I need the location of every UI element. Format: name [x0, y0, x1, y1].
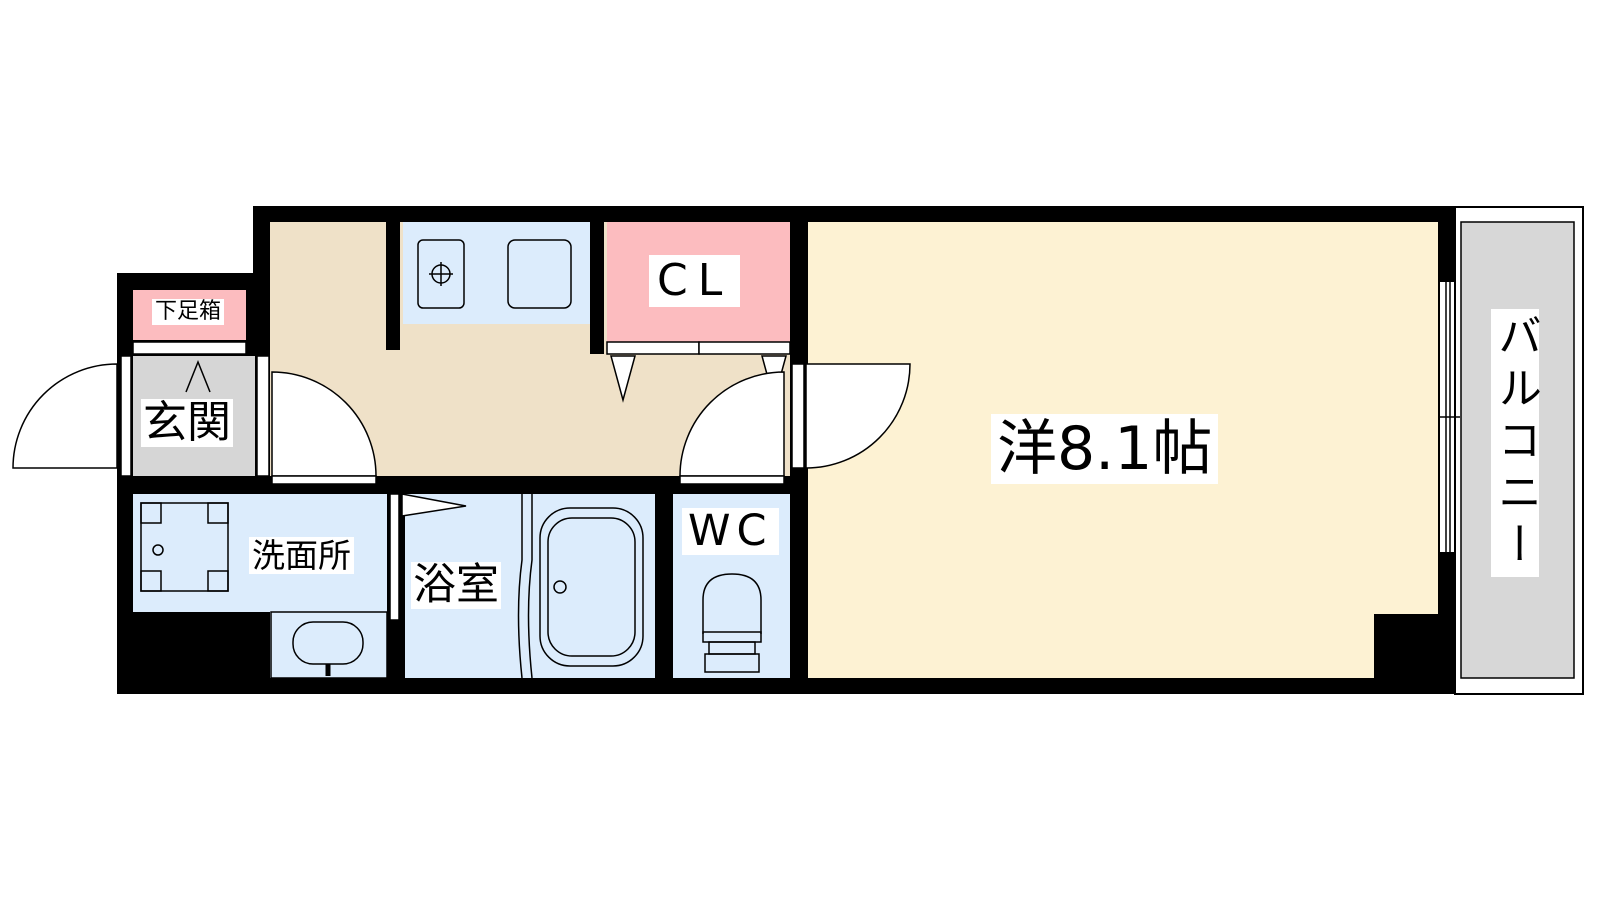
western-room-door [805, 363, 911, 469]
sink-icon [507, 239, 572, 309]
washroom-label: 洗面所 [249, 537, 354, 574]
entrance-door [12, 355, 132, 477]
toilet-icon [702, 573, 762, 673]
partition-stub-2 [590, 222, 604, 354]
closet-doors [606, 341, 791, 403]
washroom-door [271, 371, 377, 477]
kitchen-counter [403, 222, 590, 324]
balcony-window [1440, 282, 1460, 552]
closet-label: CL [649, 255, 741, 307]
entrance-label: 玄関 [141, 397, 233, 448]
toilet-door [679, 371, 785, 477]
toilet-label: WC [682, 508, 779, 555]
bathroom-door-arrow [401, 493, 467, 517]
balcony-label: バルコニー [1490, 309, 1541, 577]
shoe-box-label: 下足箱 [152, 299, 225, 325]
western-door-jamb [791, 363, 805, 469]
bathtub-icon [517, 494, 644, 679]
entrance-step [132, 341, 247, 393]
washing-machine-icon [140, 502, 229, 592]
toilet-door-jamb [679, 475, 785, 485]
wash-basin-icon [270, 611, 388, 679]
western-room-floor-ext [1374, 222, 1438, 614]
pillar [1374, 614, 1455, 694]
stove-icon [417, 239, 465, 309]
bathroom-label: 浴室 [411, 560, 501, 610]
partition-stub [386, 222, 400, 350]
western-room-label: 洋8.1帖 [991, 414, 1219, 484]
bathroom-door [389, 493, 400, 621]
entrance-corridor-jamb [256, 355, 270, 477]
washroom-door-jamb [271, 475, 377, 485]
